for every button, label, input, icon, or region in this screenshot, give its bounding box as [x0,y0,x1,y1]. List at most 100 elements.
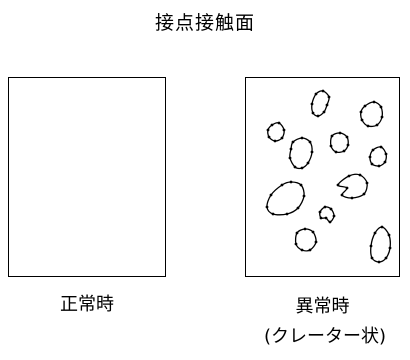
crater-1 [310,89,331,118]
crater-10 [294,227,318,252]
crater-1-dot-6 [311,111,315,115]
crater-2-dot-7 [359,110,363,114]
crater-4-dot-5 [334,150,338,154]
crater-8 [265,180,306,216]
crater-1-dot-5 [316,114,320,118]
crater-2-dot-2 [379,105,383,109]
crater-5-dot-7 [288,156,292,160]
crater-pattern [265,89,392,264]
crater-3-dot-3 [280,136,284,140]
crater-10-dot-0 [295,231,299,235]
crater-3-dot-1 [277,121,281,125]
crater-9-dot-4 [328,220,332,224]
crater-8-dot-4 [296,206,300,210]
crater-4-dot-6 [329,144,333,148]
crater-4 [329,131,350,154]
crater-1-dot-7 [310,102,314,106]
crater-5-dot-3 [310,150,314,154]
crater-3-dot-5 [267,135,271,139]
crater-8-dot-3 [302,194,306,198]
crater-1-dot-1 [321,89,325,93]
crater-6-dot-5 [370,162,374,166]
crater-9-dot-2 [329,207,333,211]
normal-contact-surface [8,77,166,277]
crater-7-dot-0 [336,183,340,187]
crater-2-dot-6 [360,118,364,122]
normal-label: 正常時 [60,294,114,315]
crater-3 [266,121,286,143]
crater-10-dot-2 [311,230,315,234]
crater-8-dot-8 [269,193,273,197]
abnormal-sublabel: (クレーター状) [263,326,387,347]
crater-9-dot-3 [332,214,336,218]
crater-7 [336,173,369,200]
crater-8-dot-6 [271,212,275,216]
crater-4-dot-0 [330,134,334,138]
crater-2-dot-5 [366,124,370,128]
crater-4-dot-4 [342,149,346,153]
crater-1-dot-4 [322,110,326,114]
crater-3-dot-4 [273,139,277,143]
diagram-title: 接点接触面 [154,12,255,34]
crater-11-dot-2 [387,233,391,237]
crater-7-dot-7 [345,186,349,190]
crater-2-dot-0 [363,104,367,108]
crater-7-dot-4 [362,192,366,196]
crater-8-dot-5 [285,212,289,216]
crater-5-dot-2 [308,140,312,144]
crater-7-dot-6 [340,193,344,197]
crater-3-dot-0 [270,123,274,127]
crater-5 [288,136,314,170]
crater-10-dot-3 [314,240,318,244]
crater-10-dot-6 [294,242,298,246]
crater-2 [359,100,384,128]
crater-6-dot-4 [377,164,381,168]
crater-5-dot-8 [289,147,293,151]
crater-9 [318,205,336,224]
crater-2-dot-3 [380,115,384,119]
crater-1-outline [311,90,330,117]
crater-6-dot-2 [384,152,388,156]
abnormal-contact-surface [245,77,400,277]
crater-8-dot-1 [289,180,293,184]
crater-11-dot-1 [380,225,384,229]
crater-4-dot-1 [338,131,342,135]
crater-10-dot-5 [300,248,304,252]
crater-5-dot-6 [293,165,297,169]
crater-6-dot-6 [368,155,372,159]
crater-5-dot-4 [306,161,310,165]
crater-11-dot-0 [373,231,377,235]
crater-8-dot-0 [280,183,284,187]
crater-4-dot-2 [345,135,349,139]
crater-5-dot-1 [300,136,304,140]
crater-5-dot-0 [291,140,295,144]
crater-1-dot-3 [325,103,329,107]
crater-2-dot-4 [375,123,379,127]
crater-7-dot-3 [365,181,369,185]
crater-3-dot-2 [282,128,286,132]
crater-6-dot-3 [383,160,387,164]
abnormal-label: 異常時 [295,296,350,317]
crater-11 [369,225,392,264]
crater-1-dot-2 [327,95,331,99]
crater-9-dot-5 [324,216,328,220]
crater-6-dot-1 [379,145,383,149]
crater-11-outline [370,226,391,263]
crater-8-dot-2 [299,183,303,187]
crater-8-outline [266,181,305,216]
crater-6-dot-0 [371,148,375,152]
crater-11-dot-7 [369,244,373,248]
crater-7-dot-2 [358,173,362,177]
crater-9-dot-1 [323,205,327,209]
crater-4-dot-3 [346,143,350,147]
crater-9-dot-6 [319,216,323,220]
crater-7-dot-5 [350,196,354,200]
crater-1-dot-0 [314,92,318,96]
crater-8-dot-7 [265,205,269,209]
crater-10-dot-1 [303,227,307,231]
crater-5-dot-5 [300,166,304,170]
crater-2-dot-1 [372,100,376,104]
crater-9-dot-0 [318,210,322,214]
crater-5-outline [289,137,313,170]
crater-3-dot-6 [266,128,270,132]
